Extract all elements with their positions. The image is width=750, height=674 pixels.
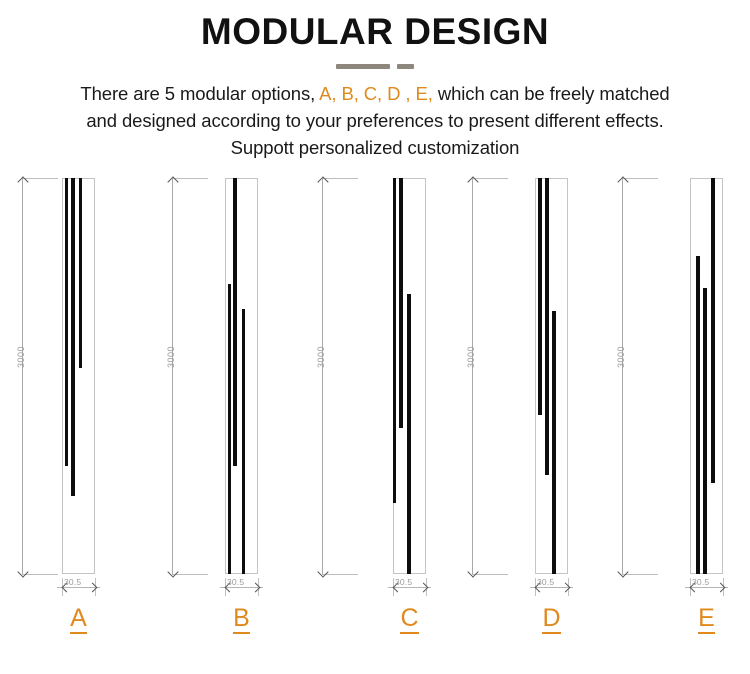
subtitle-options-highlight: A, B, C, D , E, [319,82,433,104]
width-dimension-tick-left [225,577,226,596]
width-dimension-line [57,586,100,588]
option-label-b[interactable]: B [167,604,317,635]
option-label-text: E [698,605,715,635]
subtitle-line-1-pre: There are 5 modular options, [80,82,320,104]
option-label-text: D [542,605,561,635]
height-dimension-label: 3000 [16,345,27,368]
height-dimension-tick-top [22,177,58,179]
height-dimension-line [172,177,173,574]
slat-bar [65,177,68,466]
width-dimension-label: 30.5 [227,576,245,587]
subtitle-line-1-post: which can be freely matched [432,82,670,104]
height-dimension-tick-bot [172,573,208,575]
option-label-text: A [70,605,87,635]
option-label-text: C [400,605,419,635]
page-header: MODULAR DESIGN There are 5 modular optio… [0,0,750,162]
height-dimension-line [22,177,23,574]
height-dimension-label: 3000 [166,345,177,368]
subtitle-block: There are 5 modular options, A, B, C, D … [10,80,740,162]
slat-bar [228,283,231,574]
option-label-text: B [233,605,250,635]
divider-long-segment [336,64,390,70]
slat-bar [545,177,549,475]
width-dimension-tick-left [62,577,63,596]
width-dimension-label: 30.5 [692,576,710,587]
height-dimension-tick-top [622,177,658,179]
slat-bar [242,308,245,574]
slat-bar [233,177,237,466]
page-title: MODULAR DESIGN [200,11,550,52]
slat-bar [393,177,396,503]
subtitle-line-3: Suppott personalized customization [230,137,520,159]
height-dimension-line [472,177,473,574]
height-dimension-arrow-bot [167,566,179,578]
height-dimension-tick-bot [322,573,358,575]
height-dimension-arrow-bot [317,566,329,578]
width-dimension-line [685,586,728,588]
slat-bar [703,287,707,574]
slat-bar [696,255,700,574]
width-dimension-tick-right [95,577,96,596]
width-dimension-line [530,586,573,588]
width-dimension-tick-right [426,577,427,596]
height-dimension-tick-bot [472,573,508,575]
width-dimension-tick-right [258,577,259,596]
width-dimension-tick-left [393,577,394,596]
option-label-a[interactable]: A [4,604,154,635]
width-dimension-tick-left [690,577,691,596]
width-dimension-tick-right [723,577,724,596]
height-dimension-label: 3000 [616,345,627,368]
height-dimension-arrow-bot [17,566,29,578]
width-dimension-tick-left [535,577,536,596]
width-dimension-line [220,586,263,588]
height-dimension-line [322,177,323,574]
divider-short-segment [397,64,414,70]
slat-bar [711,177,715,483]
height-dimension-label: 3000 [466,345,477,368]
height-dimension-tick-bot [622,573,658,575]
height-dimension-line [622,177,623,574]
option-label-c[interactable]: C [335,604,485,635]
width-dimension-tick-right [568,577,569,596]
subtitle-line-2: and designed according to your preferenc… [86,110,664,132]
width-dimension-label: 30.5 [64,576,82,587]
option-label-d[interactable]: D [477,604,627,635]
width-dimension-label: 30.5 [537,576,555,587]
height-dimension-tick-top [322,177,358,179]
height-dimension-arrow-bot [617,566,629,578]
height-dimension-tick-top [172,177,208,179]
width-dimension-label: 30.5 [395,576,413,587]
height-dimension-tick-top [472,177,508,179]
height-dimension-label: 3000 [316,345,327,368]
slat-bar [71,177,75,496]
height-dimension-tick-bot [22,573,58,575]
width-dimension-line [388,586,431,588]
height-dimension-arrow-bot [467,566,479,578]
slat-bar [538,177,542,415]
option-label-e[interactable]: E [632,604,750,635]
subtitle-line-1: There are 5 modular options, A, B, C, D … [10,80,740,107]
slat-bar [552,310,556,574]
title-divider [0,64,750,70]
slat-bar [399,177,403,428]
slat-bar [407,293,411,574]
slat-bar [79,177,82,368]
